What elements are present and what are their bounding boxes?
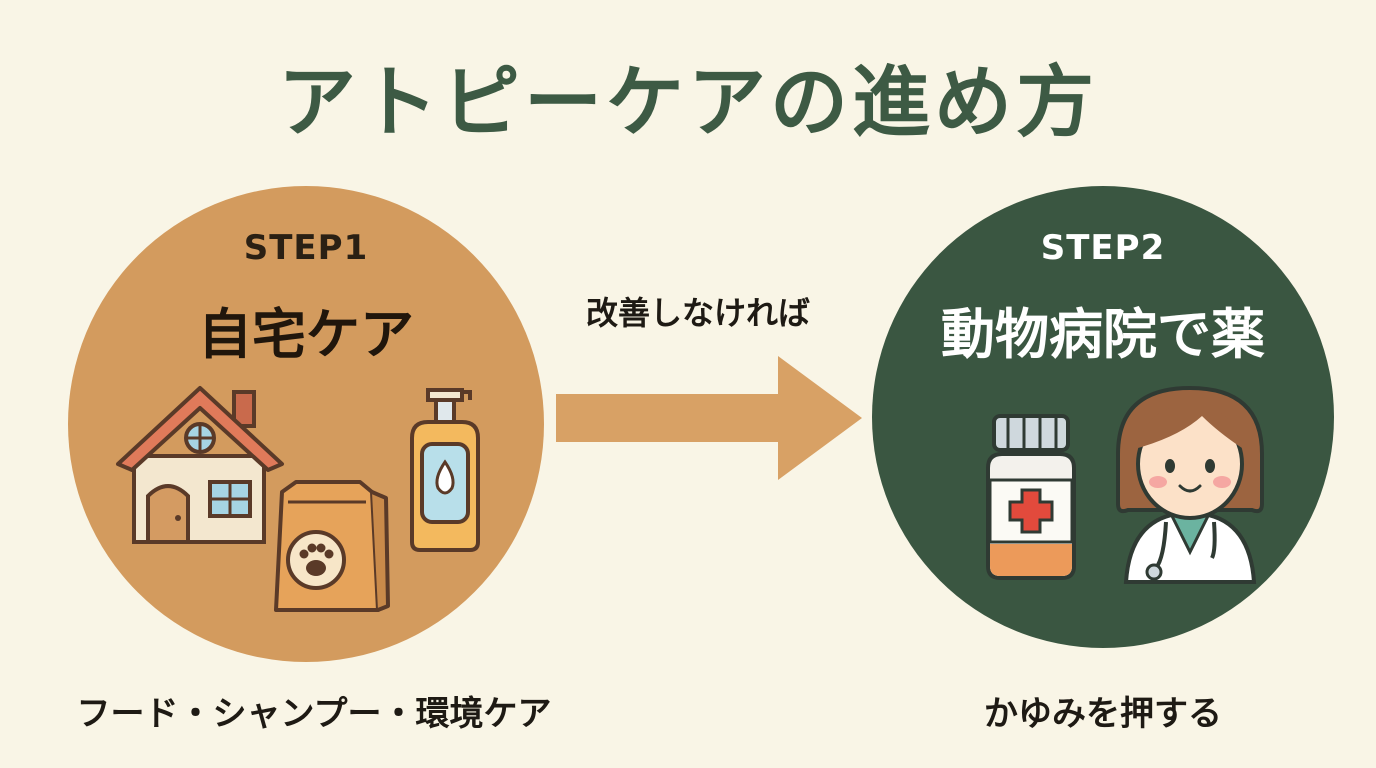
- step2-title: 動物病院で薬: [941, 303, 1265, 366]
- step2-label: STEP2: [1040, 228, 1166, 268]
- step1-illustration: [116, 386, 480, 612]
- pet-food-bag-icon: [274, 480, 390, 612]
- arrow-section: 改善しなければ: [548, 276, 866, 496]
- medicine-bottle-icon: [986, 414, 1076, 580]
- step2-circle: STEP2 動物病院で薬: [872, 186, 1334, 648]
- veterinarian-icon: [1116, 385, 1264, 584]
- step2-illustration: [986, 385, 1264, 584]
- arrow-label: 改善しなければ: [585, 294, 810, 332]
- step2-caption: かゆみを押する: [984, 694, 1222, 734]
- step1-title: 自宅ケア: [198, 303, 414, 366]
- right-arrow-icon: [556, 356, 862, 480]
- house-icon: [116, 386, 284, 544]
- step1-circle: STEP1 自宅ケア: [68, 186, 544, 662]
- step1-caption: フード・シャンプー・環境ケア: [76, 694, 552, 734]
- page-title: アトピーケアの進め方: [277, 58, 1098, 148]
- step1-label: STEP1: [243, 228, 369, 268]
- shampoo-bottle-icon: [410, 388, 480, 552]
